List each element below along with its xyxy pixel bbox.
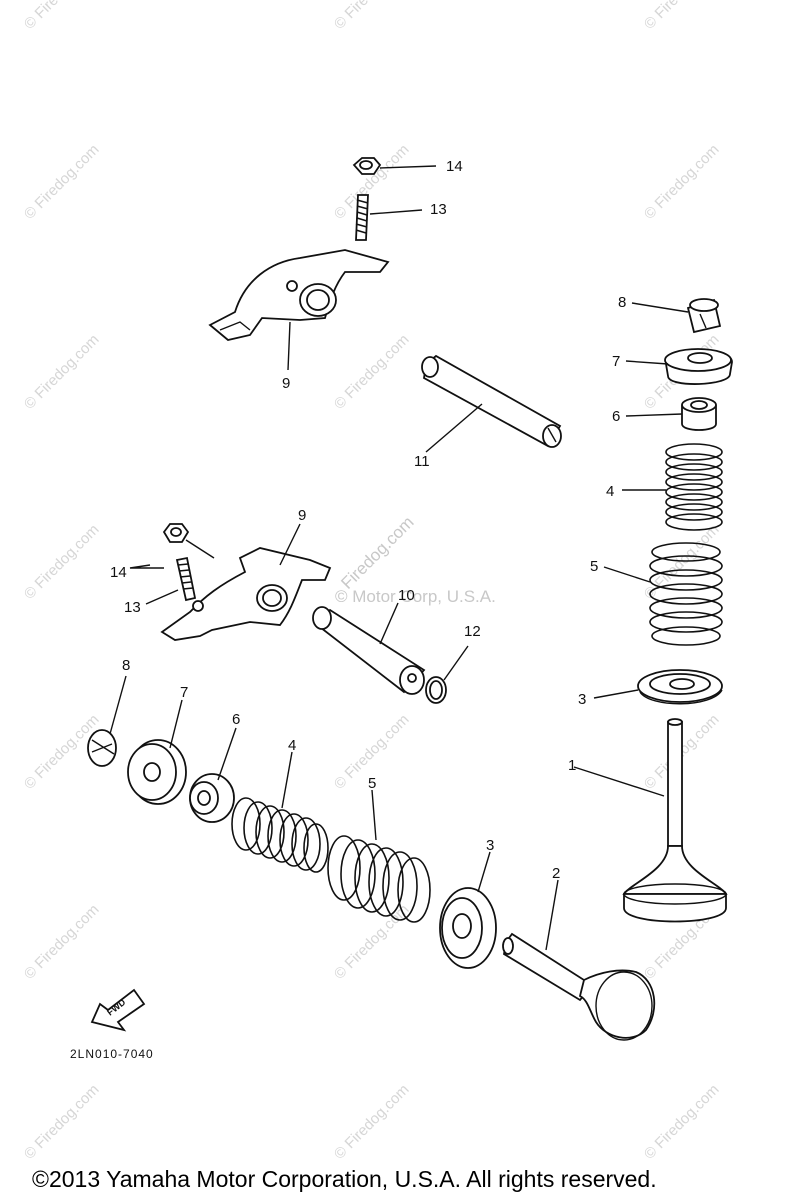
watermark: © Firedog.com — [331, 0, 413, 33]
callouts: 14 13 9 11 8 7 6 4 5 3 1 9 14 13 10 12 8… — [110, 158, 626, 882]
callout-9: 9 — [282, 375, 290, 392]
lower-rocker-assembly — [160, 523, 447, 704]
callout-13: 13 — [124, 599, 141, 616]
spring-seat-right — [637, 669, 723, 705]
callout-4: 4 — [288, 737, 296, 754]
watermark: © Firedog.com — [21, 1081, 103, 1163]
valve-right — [622, 718, 728, 923]
outer-spring-right — [649, 542, 723, 646]
callout-1: 1 — [568, 757, 576, 774]
leader-lines — [109, 165, 689, 951]
o-ring — [425, 676, 447, 704]
watermark: © Firedog.com — [21, 521, 103, 603]
callout-3: 3 — [578, 691, 586, 708]
inner-spring-right — [665, 443, 723, 531]
callout-7: 7 — [612, 353, 620, 370]
fwd-arrow-icon: FWD — [90, 988, 146, 1032]
copyright: ©2013 Yamaha Motor Corporation, U.S.A. A… — [32, 1166, 657, 1192]
valve-stem-seal-lower — [189, 773, 235, 823]
callout-8: 8 — [618, 294, 626, 311]
spring-seat-lower — [439, 887, 497, 969]
callout-14: 14 — [446, 158, 463, 175]
callout-12: 12 — [464, 623, 481, 640]
callout-13: 13 — [430, 201, 447, 218]
cotter-lower — [87, 729, 117, 767]
callout-5: 5 — [590, 558, 598, 575]
rocker-arm-lower — [160, 547, 332, 641]
callout-3: 3 — [486, 837, 494, 854]
watermark: © Firedog.com — [21, 901, 103, 983]
callout-5: 5 — [368, 775, 376, 792]
cotter-right — [686, 298, 722, 334]
callout-9: 9 — [298, 507, 306, 524]
callout-10: 10 — [398, 587, 415, 604]
upper-rocker-assembly — [208, 157, 562, 448]
watermark: © Firedog.com — [331, 331, 413, 413]
retainer-right — [664, 348, 733, 385]
watermark: © Firedog.com — [21, 141, 103, 223]
callout-7: 7 — [180, 684, 188, 701]
part-number: 2LN010-7040 — [70, 1047, 154, 1061]
callout-4: 4 — [606, 483, 614, 500]
valve-stem-seal-right — [681, 397, 717, 431]
watermark: © Firedog.com — [641, 141, 723, 223]
retainer-lower — [127, 739, 187, 805]
inner-spring-lower — [231, 797, 329, 873]
callout-6: 6 — [232, 711, 240, 728]
callout-8: 8 — [122, 657, 130, 674]
watermark: © Firedog.com — [21, 0, 103, 33]
rocker-shaft-lower — [312, 606, 426, 695]
callout-14: 14 — [110, 564, 127, 581]
watermark-center: © Motor Corp, U.S.A. — [335, 587, 496, 606]
locknut-lower — [162, 523, 190, 543]
outer-spring-lower — [327, 835, 431, 923]
locknut-upper — [352, 157, 382, 175]
rocker-shaft-upper — [421, 354, 562, 448]
valve-lower — [502, 932, 656, 1041]
rocker-arm-upper — [208, 249, 390, 341]
watermark: © Firedog.com — [21, 331, 103, 413]
right-valve-stack — [622, 298, 733, 923]
watermark: © Firedog.com — [331, 1081, 413, 1163]
adjusting-screw-lower — [175, 556, 197, 602]
watermark: © Firedog.com — [331, 901, 413, 983]
watermark: © Firedog.com — [331, 141, 413, 223]
adjusting-screw-upper — [355, 194, 369, 241]
callout-2: 2 — [552, 865, 560, 882]
watermark-center-site: Firedog.com — [337, 513, 417, 593]
callout-11: 11 — [414, 453, 430, 470]
watermark: © Firedog.com — [641, 0, 723, 33]
lower-valve-stack — [87, 729, 656, 1041]
callout-6: 6 — [612, 408, 620, 425]
watermark: © Firedog.com — [641, 1081, 723, 1163]
